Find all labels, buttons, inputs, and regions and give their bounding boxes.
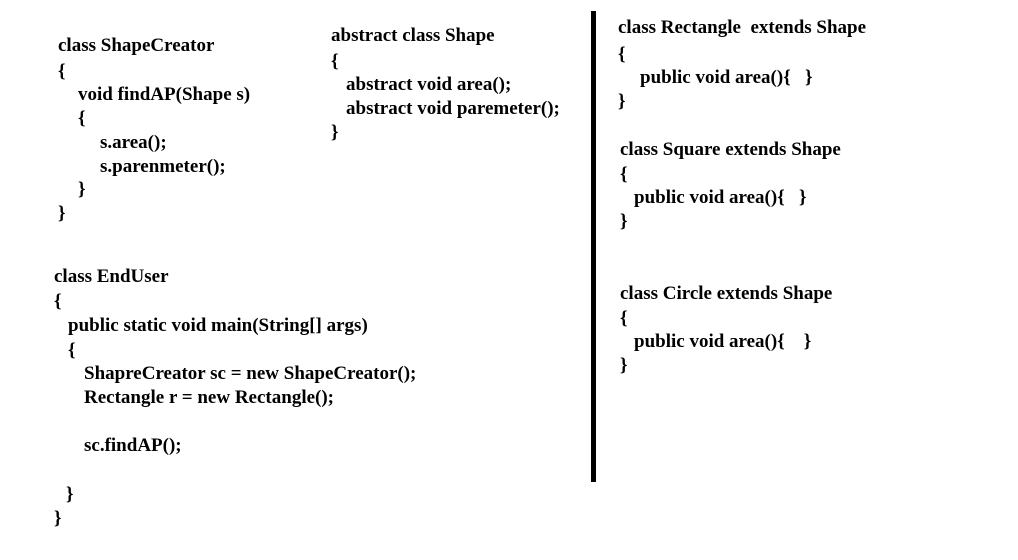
code-line: public void area(){ } <box>634 331 812 352</box>
code-line: class Circle extends Shape <box>620 283 833 304</box>
vertical-divider <box>591 11 596 482</box>
code-line: Rectangle r = new Rectangle(); <box>84 387 335 408</box>
code-line: } <box>54 508 62 529</box>
code-line: s.parenmeter(); <box>100 156 226 177</box>
code-line: abstract void area(); <box>346 74 512 95</box>
code-line: class ShapeCreator <box>58 35 215 56</box>
code-line: { <box>331 51 339 72</box>
code-line: public void area(){ } <box>640 67 813 88</box>
code-line: abstract void paremeter(); <box>346 98 560 119</box>
code-line: class Rectangle extends Shape <box>618 17 867 38</box>
code-line: } <box>331 122 339 143</box>
code-line: abstract class Shape <box>331 25 495 46</box>
code-line: class EndUser <box>54 266 169 287</box>
code-line: ShapreCreator sc = new ShapeCreator(); <box>84 363 417 384</box>
code-line: } <box>620 355 628 376</box>
code-line: { <box>54 291 62 312</box>
code-line: { <box>620 164 628 185</box>
code-line: s.area(); <box>100 132 167 153</box>
code-line: sc.findAP(); <box>84 435 182 456</box>
code-line: } <box>78 179 86 200</box>
code-line: { <box>58 61 66 82</box>
code-line: public static void main(String[] args) <box>68 315 368 336</box>
code-line: } <box>618 91 626 112</box>
code-line: public void area(){ } <box>634 187 807 208</box>
code-line: } <box>66 484 74 505</box>
code-line: { <box>78 108 86 129</box>
code-line: { <box>68 340 76 361</box>
code-line: { <box>618 44 626 65</box>
code-line: class Square extends Shape <box>620 139 841 160</box>
code-line: } <box>58 203 66 224</box>
code-line: void findAP(Shape s) <box>78 84 251 105</box>
code-line: } <box>620 211 628 232</box>
code-line: { <box>620 308 628 329</box>
